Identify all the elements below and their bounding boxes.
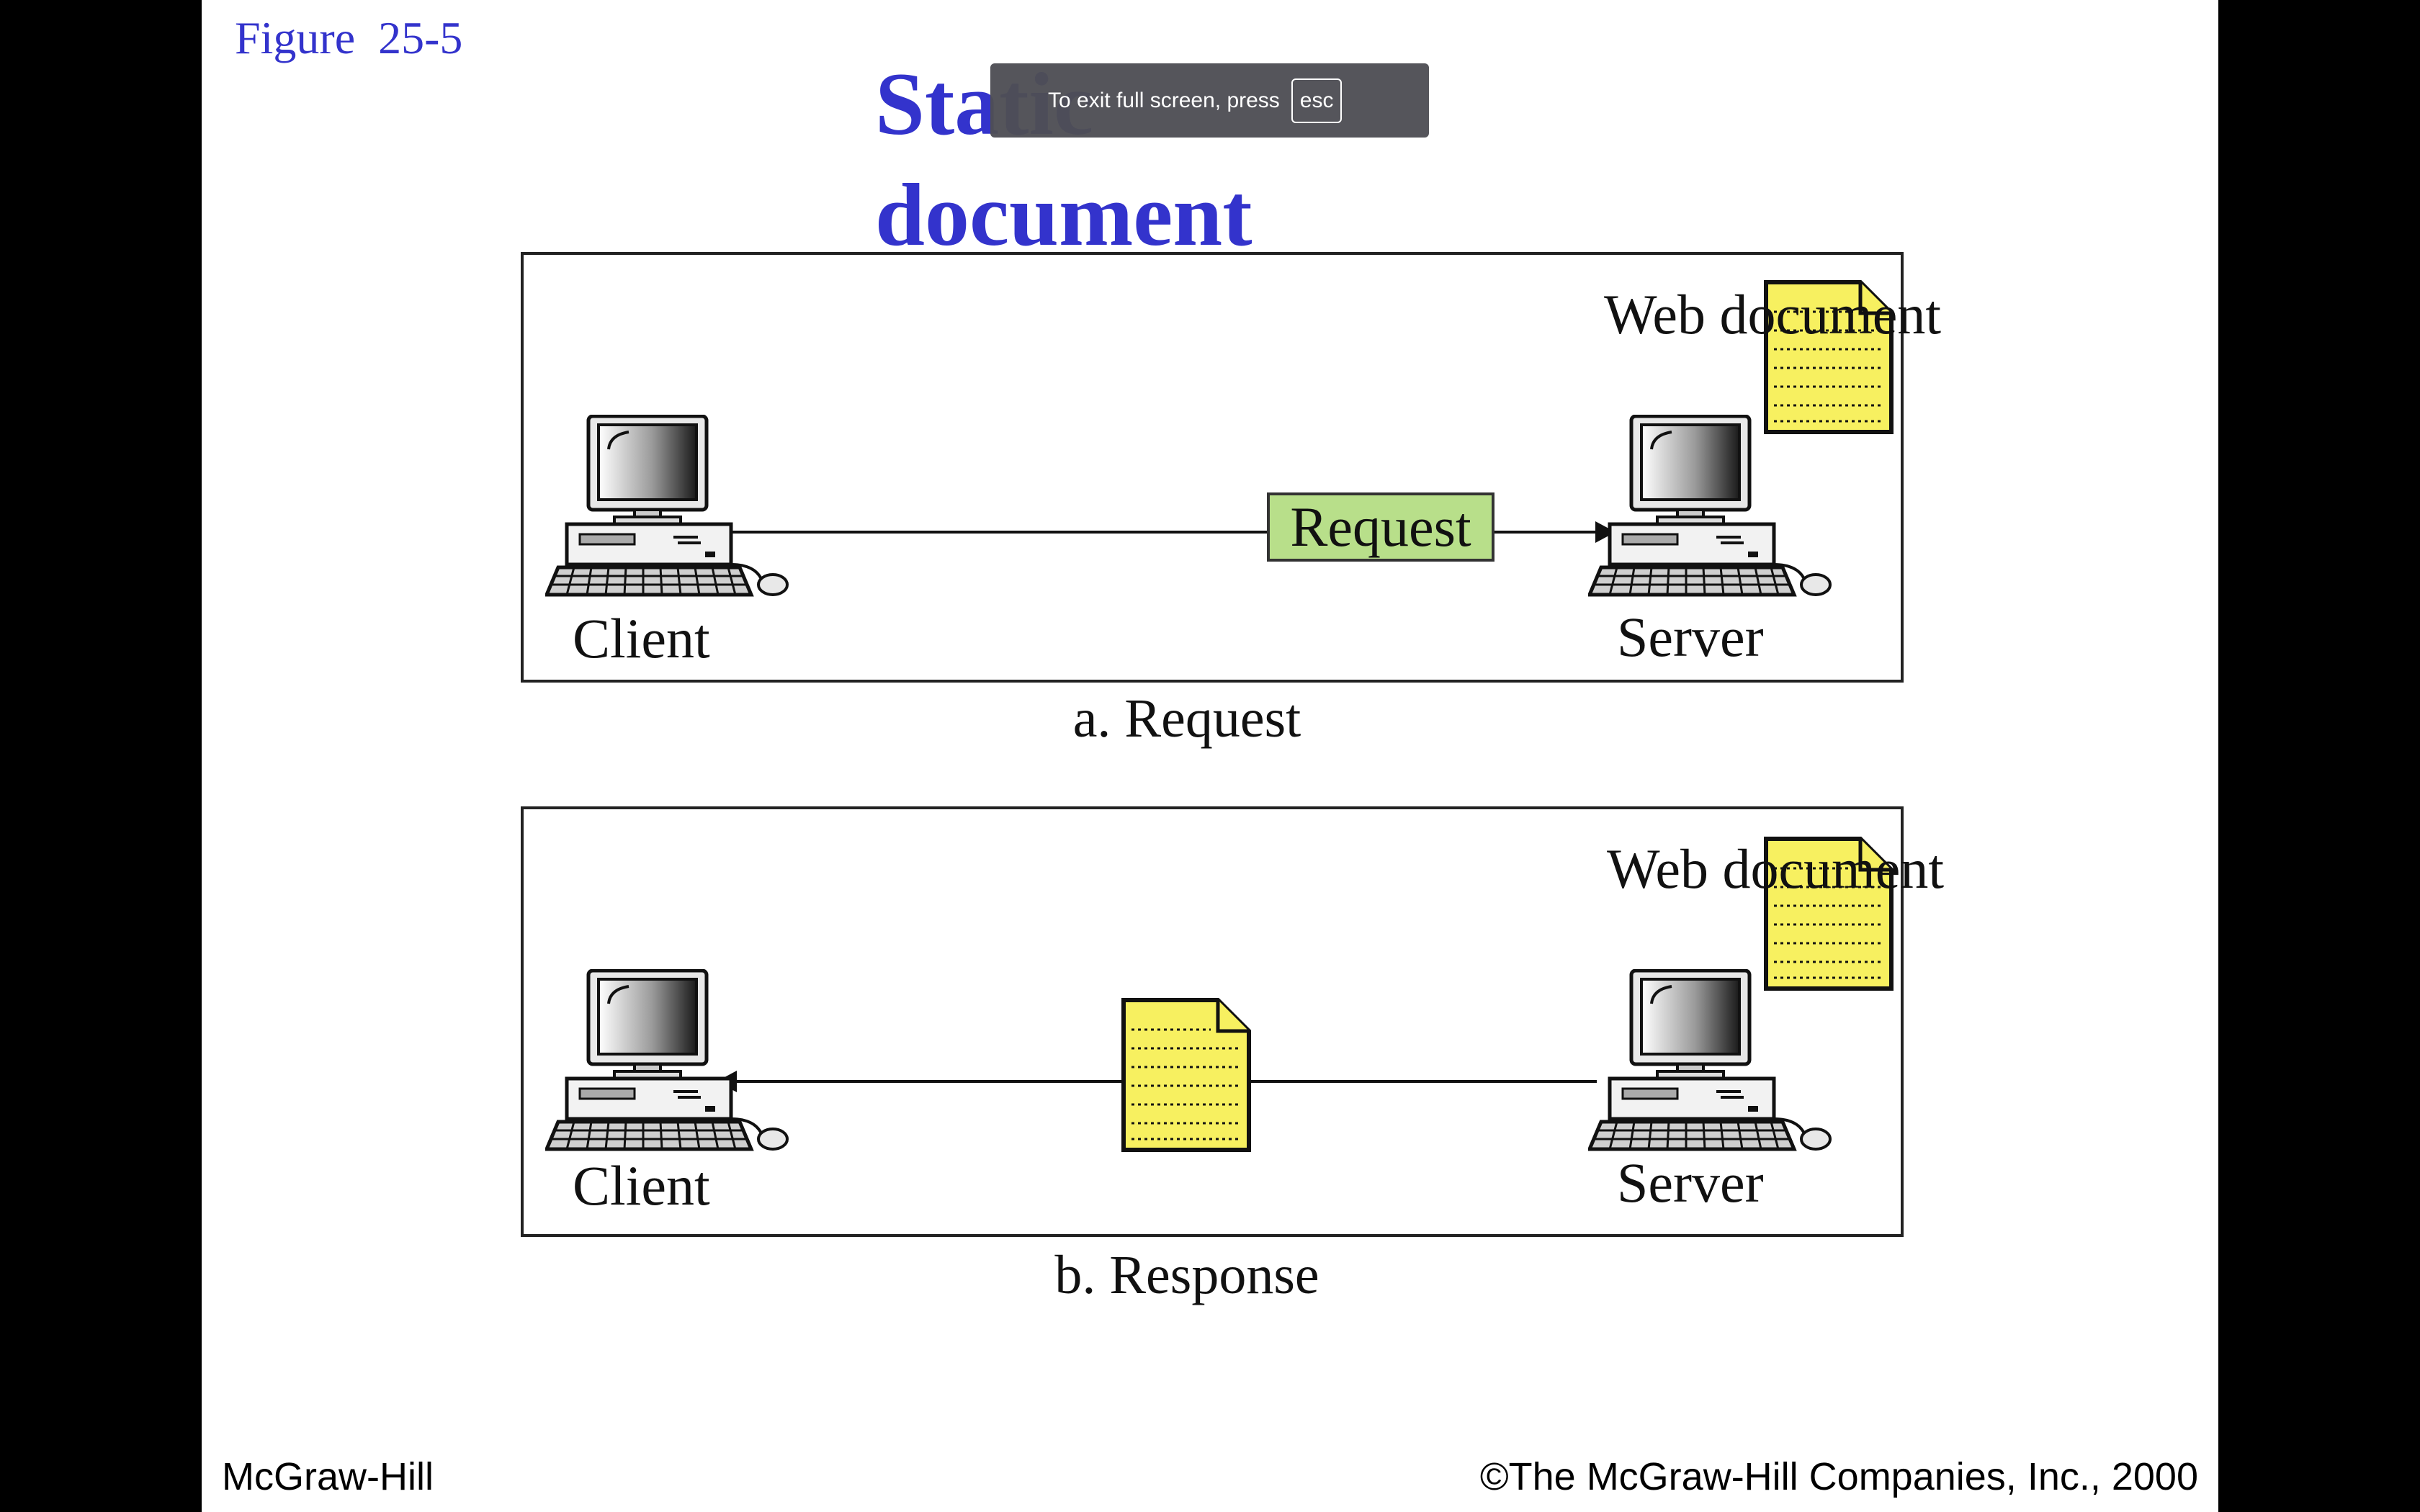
- footer-publisher: McGraw-Hill: [222, 1455, 434, 1498]
- esc-key-badge: esc: [1291, 78, 1343, 123]
- client-label: Client: [573, 607, 710, 670]
- web-document-label: Web document: [1607, 837, 1945, 900]
- response-diagram: [524, 809, 1906, 1240]
- arrow-icon: [1595, 521, 1615, 543]
- request-message-box: Request: [1267, 492, 1494, 562]
- request-caption: a. Request: [1072, 688, 1301, 749]
- figure-label: Figure 25-5: [235, 12, 463, 63]
- fullscreen-exit-notice: To exit full screen, press esc: [990, 63, 1429, 138]
- server-label: Server: [1617, 1151, 1764, 1214]
- fullscreen-notice-text: To exit full screen, press: [1048, 88, 1280, 112]
- computer-icon: [547, 971, 787, 1149]
- document-icon: [1124, 1000, 1249, 1150]
- footer-copyright: ©The McGraw-Hill Companies, Inc., 2000: [1479, 1455, 2198, 1498]
- client-label: Client: [573, 1154, 710, 1217]
- title-line-2: document: [875, 166, 1252, 264]
- computer-icon: [1590, 416, 1830, 595]
- response-caption: b. Response: [1054, 1245, 1319, 1305]
- request-panel: Request Web document Client Server: [521, 252, 1941, 683]
- computer-icon: [547, 416, 787, 595]
- computer-icon: [1590, 971, 1830, 1149]
- web-document-label: Web document: [1604, 283, 1942, 346]
- response-panel: Web document Client Server: [521, 806, 1944, 1240]
- slide: Figure 25-5 Static document Request Web …: [202, 0, 2218, 1512]
- server-label: Server: [1617, 606, 1764, 668]
